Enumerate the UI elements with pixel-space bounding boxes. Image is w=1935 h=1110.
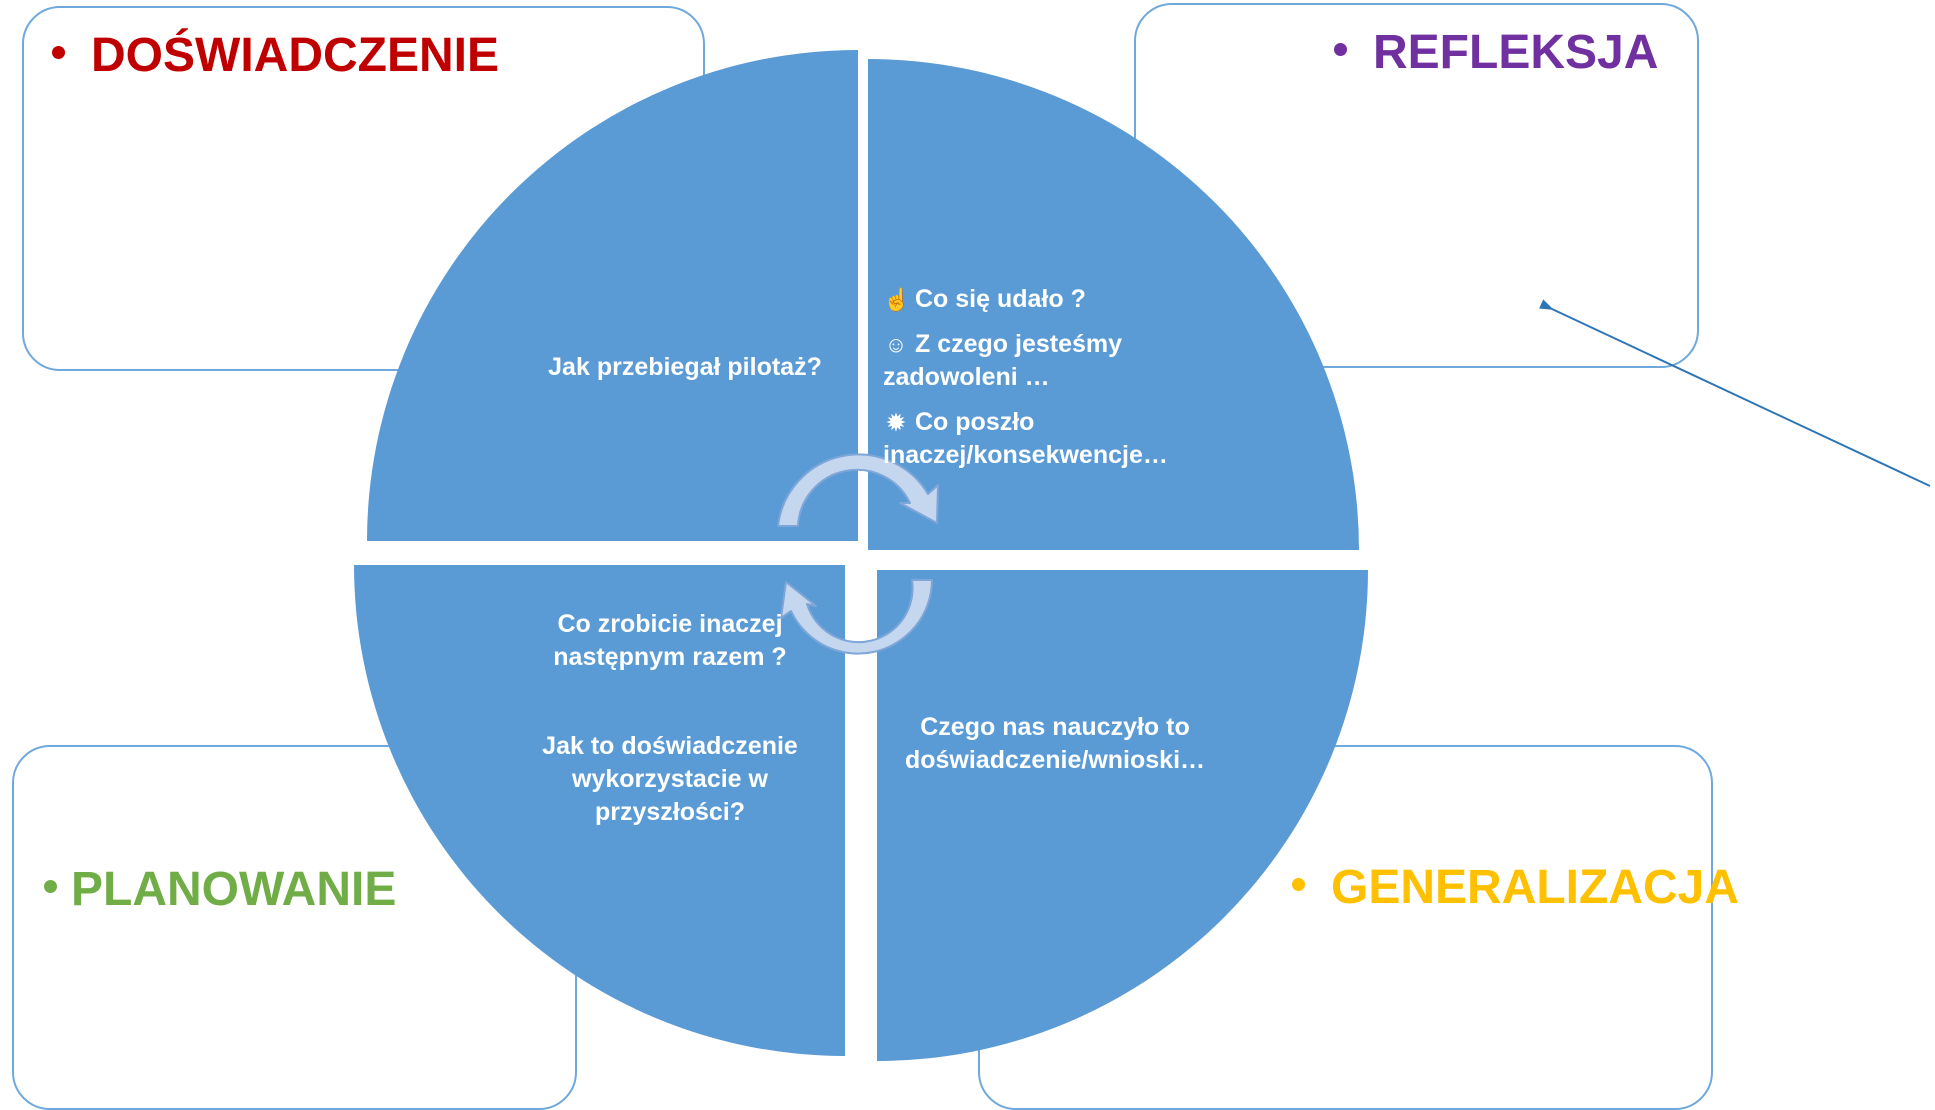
cycle-arrow-bottom — [780, 579, 933, 655]
item-text: Co się udało ? — [915, 285, 1086, 313]
list-item: ☺Z czego jesteśmy zadowoleni … — [883, 328, 1213, 394]
stage-reflection-text: REFLEKSJA — [1373, 26, 1659, 79]
quadrant-bottom-right — [877, 570, 1368, 1061]
cycle-arrow-top — [777, 453, 939, 527]
bullet-icon — [52, 45, 65, 59]
list-item: ✹Co poszło inaczej/konsekwencje… — [883, 406, 1213, 472]
quadrant-bottom-left — [354, 565, 845, 1056]
stage-generalization-text: GENERALIZACJA — [1331, 861, 1740, 914]
item-text: Co poszło inaczej/konsekwencje… — [883, 408, 1168, 469]
stage-label-planning: PLANOWANIE — [44, 862, 396, 917]
stage-label-reflection: REFLEKSJA — [1334, 25, 1658, 80]
quadrant-top-right — [868, 59, 1359, 550]
quadrant-bottom-left-question2: Jak to doświadczenie wykorzystacie w prz… — [542, 732, 798, 826]
thumbs-up-icon: ☝ — [883, 287, 911, 312]
pointer-arrow — [1539, 299, 1931, 487]
bullet-icon — [44, 879, 57, 893]
stage-planning-text: PLANOWANIE — [71, 863, 397, 916]
bullet-icon — [1292, 877, 1305, 891]
list-item: ☝Co się udało ? — [883, 283, 1213, 316]
bullet-icon — [1334, 42, 1347, 56]
stage-label-experience: DOŚWIADCZENIE — [52, 28, 499, 83]
quadrant-top-right-list: ☝Co się udało ? ☺Z czego jesteśmy zadowo… — [883, 283, 1213, 472]
quadrant-top-left-text: Jak przebiegał pilotaż? — [548, 353, 822, 381]
quadrant-bottom-right-text: Czego nas nauczyło to doświadczenie/wnio… — [904, 713, 1206, 774]
bomb-icon: ✹ — [886, 410, 906, 435]
item-text: Z czego jesteśmy zadowoleni … — [883, 330, 1123, 391]
stage-label-generalization: GENERALIZACJA — [1292, 860, 1739, 915]
quadrant-bottom-left-question1: Co zrobicie inaczej następnym razem ? — [553, 610, 787, 671]
smiley-icon: ☺ — [884, 332, 908, 357]
quadrant-top-left — [367, 50, 858, 541]
stage-experience-text: DOŚWIADCZENIE — [91, 29, 499, 82]
